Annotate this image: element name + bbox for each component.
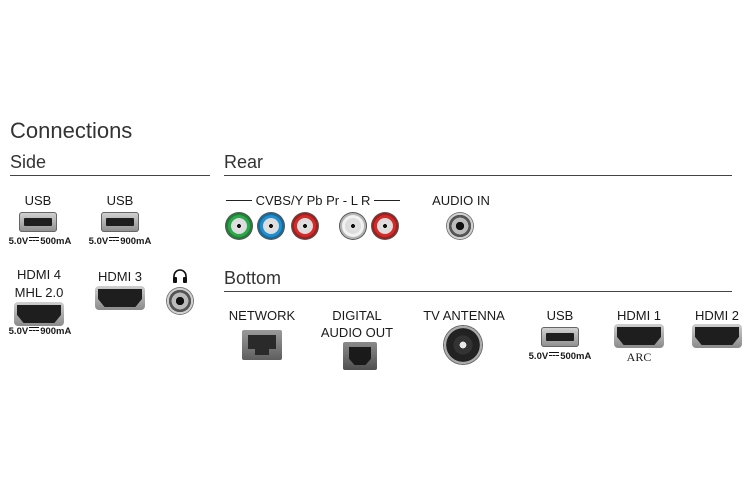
- bottom-hdmi2-label: HDMI 2: [694, 308, 740, 323]
- bottom-tv-antenna-label: TV ANTENNA: [423, 308, 505, 323]
- side-hdmi3-label: HDMI 3: [97, 269, 143, 284]
- hdmi-port-icon: [14, 302, 64, 326]
- side-hdmi4-sublabel: MHL 2.0: [14, 285, 64, 300]
- rca-red-icon: [292, 213, 318, 239]
- section-rear-title: Rear: [224, 152, 264, 172]
- rear-divider: [224, 175, 732, 176]
- hdmi-port-icon: [692, 324, 742, 348]
- usb-port-icon: [19, 212, 57, 232]
- headphones-icon: [173, 269, 187, 283]
- rca-blue-icon: [258, 213, 284, 239]
- antenna-port-icon: [444, 326, 482, 364]
- side-usb2-label: USB: [106, 193, 134, 208]
- rca-green-icon: [226, 213, 252, 239]
- bottom-hdmi1-label: HDMI 1: [616, 308, 662, 323]
- section-side-title: Side: [10, 152, 47, 172]
- bottom-usb-label: USB: [546, 308, 574, 323]
- usb-port-icon: [101, 212, 139, 232]
- audio-in-jack-icon: [447, 213, 473, 239]
- hdmi-port-icon: [614, 324, 664, 348]
- rca-red-audio-icon: [372, 213, 398, 239]
- optical-port-icon: [343, 342, 377, 370]
- rca-white-icon: [340, 213, 366, 239]
- side-divider: [10, 175, 210, 176]
- bottom-hdmi1-arc: ARC: [626, 350, 652, 364]
- bottom-digital-label: DIGITAL: [332, 308, 382, 323]
- page-title: Connections: [10, 118, 133, 143]
- bottom-audio-out-label: AUDIO OUT: [320, 325, 394, 340]
- section-bottom-title: Bottom: [224, 268, 282, 288]
- rear-audio-in-label: AUDIO IN: [432, 193, 490, 208]
- side-hdmi4-label: HDMI 4: [16, 267, 62, 282]
- rear-group-label: CVBS/Y Pb Pr - L R: [252, 192, 374, 209]
- hdmi-port-icon: [95, 286, 145, 310]
- headphone-jack-icon: [167, 288, 193, 314]
- ethernet-port-icon: [242, 330, 282, 360]
- side-usb1-label: USB: [24, 193, 52, 208]
- bottom-divider: [224, 291, 732, 292]
- usb-port-icon: [541, 327, 579, 347]
- bottom-network-label: NETWORK: [228, 308, 296, 323]
